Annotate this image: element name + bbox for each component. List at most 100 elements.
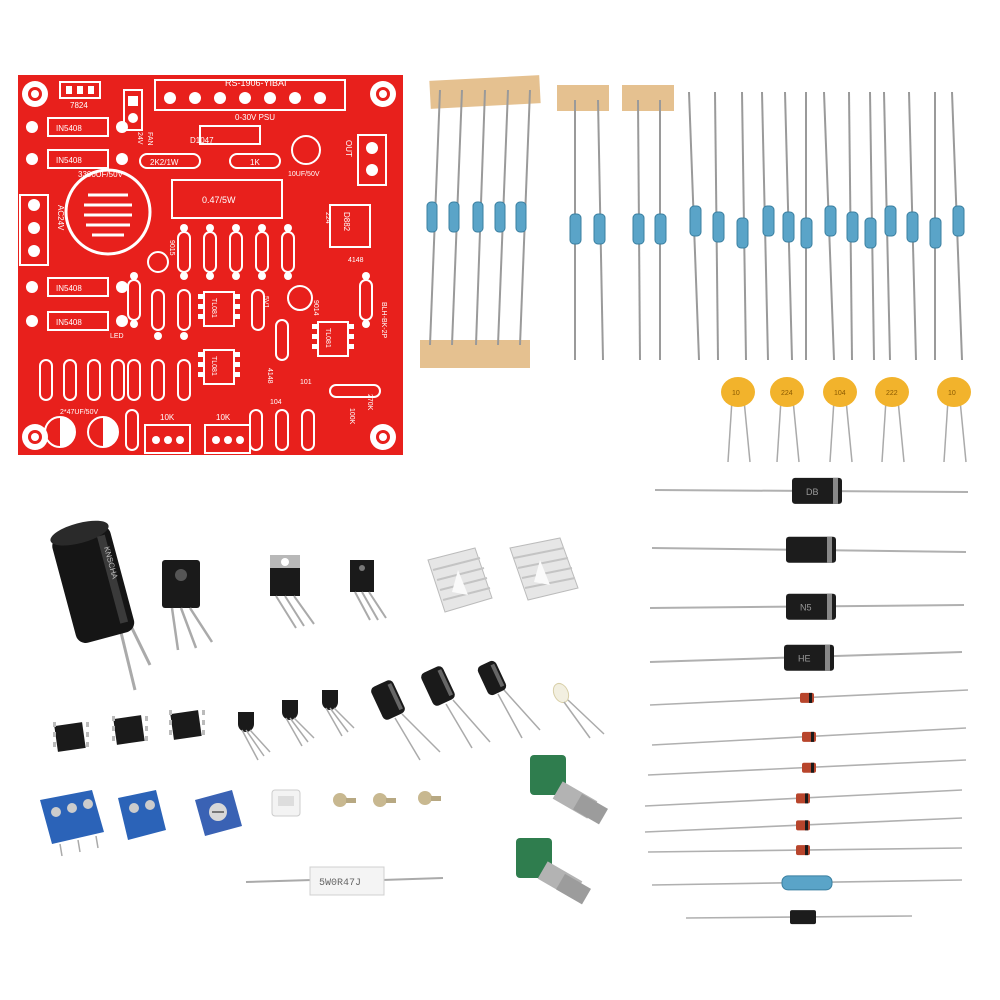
- signal-diode: [647, 845, 963, 856]
- trimmer-potentiometer: [195, 790, 242, 836]
- pcb-label-047-5w: 0.47/5W: [202, 195, 236, 205]
- axial-resistor: [651, 875, 963, 891]
- loose-resistor: [736, 91, 749, 361]
- loose-resistor: [864, 91, 877, 361]
- pcb-label-224: 224: [324, 212, 331, 224]
- signal-diode: [644, 817, 963, 833]
- white-header-connector: [271, 789, 301, 817]
- diode-marking: DB: [806, 487, 819, 497]
- pcb-label-out: OUT: [344, 140, 353, 157]
- pcb-title: RS-1906-YIBAI: [225, 78, 287, 88]
- pcb-label-in5408-1: IN5408: [56, 124, 82, 133]
- ceramic-capacitor: 10: [721, 377, 755, 463]
- ceramic-capacitor: 10: [937, 377, 971, 463]
- signal-diode: [685, 910, 913, 925]
- pcb-label-104: 104: [270, 399, 282, 406]
- screws: [333, 791, 441, 807]
- resistor-strip-2a: [557, 85, 609, 361]
- loose-resistor: [800, 92, 813, 360]
- loose-resistor: [782, 91, 795, 361]
- pcb-board: RS-1906-YIBAI 0-30V PSU 7824 FAN 24V IN5…: [18, 75, 403, 455]
- loose-resistor: [823, 91, 837, 361]
- potentiometer-2: [516, 838, 591, 905]
- pcb-label-tl081-1: TL081: [210, 298, 217, 318]
- loose-resistor: [906, 91, 919, 361]
- pcb-label-pot-10k-2: 10K: [216, 413, 231, 422]
- pcb-label-4148-1: 4148: [348, 257, 364, 264]
- ceramic-capacitor: 222: [875, 377, 909, 463]
- signal-diode: [649, 689, 969, 706]
- loose-resistor: [688, 91, 702, 361]
- pcb-label-in5408-4: IN5408: [56, 318, 82, 327]
- large-electrolytic-capacitor: KNSCHA: [50, 520, 152, 691]
- pcb-label-2x47uf: 2*47UF/50V: [60, 409, 98, 416]
- pcb-label-2k2: 2K2/1W: [150, 158, 179, 167]
- pcb-label-9015: 9015: [168, 240, 175, 256]
- to247-transistor: [162, 560, 214, 651]
- loose-resistor: [712, 91, 725, 361]
- loose-resistor: [761, 91, 775, 361]
- pcb-label-1k: 1K: [250, 158, 260, 167]
- pcb-diode-footprints: IN5408 IN5408 IN5408 IN5408: [26, 117, 128, 331]
- ceramic-capacitor-code: 104: [834, 390, 846, 397]
- ceramic-capacitors: 10 224 104 222 10: [721, 377, 971, 463]
- pcb-label-in5408-3: IN5408: [56, 284, 82, 293]
- pcb-label-tl081-3: TL081: [324, 328, 331, 348]
- ceramic-capacitor-code: 10: [948, 390, 956, 397]
- rectifier-diode: [651, 536, 967, 563]
- loose-resistor: [846, 91, 859, 361]
- pcb-label-9014: 9014: [312, 300, 319, 316]
- pcb-label-d1047: D1047: [190, 136, 214, 145]
- pcb-label-pot-10k-1: 10K: [160, 413, 175, 422]
- ceramic-capacitor: 104: [823, 377, 857, 463]
- led: [552, 682, 605, 739]
- pcb-label-ac24v: AC24V: [56, 205, 65, 231]
- resistor-strip-5: [420, 75, 541, 368]
- heatsink-1: [427, 547, 493, 613]
- ceramic-capacitor-code: 10: [732, 390, 740, 397]
- signal-diode: [647, 759, 967, 776]
- power-resistor: 5W0R47J: [245, 866, 444, 896]
- pcb-label-5v1: 5V1: [262, 296, 269, 309]
- pcb-label-led: LED: [110, 333, 124, 340]
- loose-resistor: [883, 91, 897, 361]
- rectifier-diode: HE: [649, 644, 963, 671]
- small-electrolytic-capacitors: [371, 660, 541, 761]
- loose-resistors: [688, 91, 965, 361]
- ceramic-capacitor-code: 224: [781, 390, 793, 397]
- pcb-label-7824: 7824: [70, 101, 88, 110]
- pcb-label-10uf: 10UF/50V: [288, 171, 320, 178]
- pcb-label-d882: D882: [342, 212, 351, 232]
- to92-transistors: [238, 690, 355, 761]
- loose-resistor: [929, 92, 942, 360]
- resistor-strip-2b: [622, 85, 674, 361]
- pcb-subtitle: 0-30V PSU: [235, 113, 275, 122]
- pcb-label-4148-2: 4148: [266, 368, 273, 384]
- pcb-label-100k: 100K: [348, 408, 355, 425]
- pcb-label-270k: 270K: [366, 394, 373, 411]
- rectifier-diode: DB: [654, 477, 969, 504]
- pcb-label-in5408-2: IN5408: [56, 156, 82, 165]
- diode-marking: N5: [800, 603, 812, 613]
- terminal-block-3pin: [40, 790, 104, 857]
- pcb-label-blh: BLH-BK-2P: [380, 302, 387, 339]
- terminal-block-2pin: [118, 790, 166, 840]
- dip8-ics: [53, 710, 205, 752]
- pcb-ic-footprints: TL081 TL081 TL081: [198, 291, 354, 385]
- diode-marking: HE: [798, 654, 811, 664]
- pcb-label-fan-voltage: 24V: [136, 132, 143, 145]
- pcb-label-3300uf: 3300UF/50V: [78, 170, 124, 179]
- signal-diode: [644, 789, 963, 807]
- loose-resistor: [951, 91, 965, 361]
- pcb-label-fan: FAN: [146, 132, 153, 146]
- potentiometer-1: [530, 755, 608, 825]
- ceramic-capacitor-code: 222: [886, 390, 898, 397]
- power-resistor-label: 5W0R47J: [319, 878, 361, 889]
- pcb-label-tl081-2: TL081: [210, 356, 217, 376]
- to126-transistor: [350, 560, 387, 621]
- heatsink-2: [509, 537, 579, 601]
- to220-regulator: [270, 555, 315, 629]
- ceramic-capacitor: 224: [770, 377, 804, 463]
